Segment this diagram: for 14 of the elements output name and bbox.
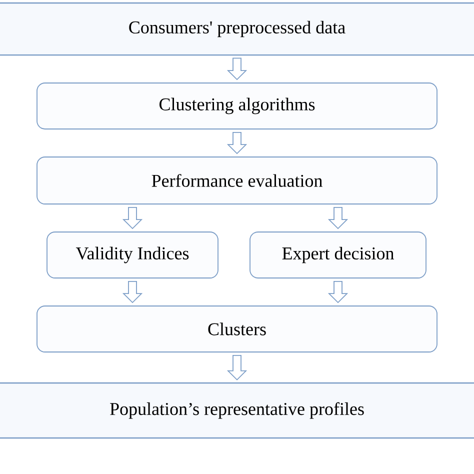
arrow [226, 355, 248, 380]
band: Consumers' preprocessed data [0, 2, 474, 56]
process-box: Clustering algorithms [36, 82, 438, 130]
band: Population’s representative profiles [0, 382, 474, 439]
arrow [328, 281, 348, 304]
arrow [122, 281, 143, 304]
arrow [328, 207, 348, 230]
arrow [226, 58, 248, 80]
process-box: Performance evaluation [36, 156, 438, 204]
process-box: Validity Indices [46, 232, 218, 278]
process-box: Clusters [36, 306, 438, 352]
process-box: Expert decision [250, 232, 426, 278]
arrow [122, 207, 143, 230]
arrow [226, 132, 248, 154]
